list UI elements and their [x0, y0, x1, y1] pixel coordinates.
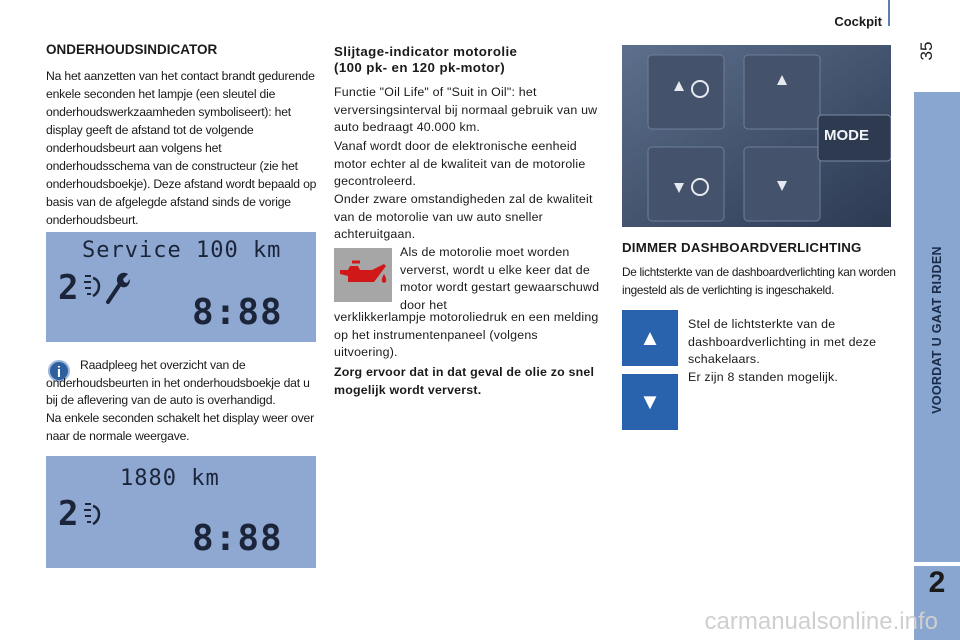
- dimmer-positions: Er zijn 8 standen mogelijk.: [688, 370, 839, 384]
- oil-paragraph-2: Vanaf wordt door de elektronische eenhei…: [334, 139, 586, 188]
- wrench-icon: [106, 272, 130, 304]
- display-clock: 8:88: [192, 292, 283, 333]
- header-title: Cockpit: [834, 14, 882, 29]
- display-gear: 2: [58, 268, 79, 308]
- oil-paragraph-4a: Als de motorolie moet worden ververst, w…: [400, 245, 600, 312]
- chapter-side-tab: [914, 92, 960, 562]
- display-odometer: 1880 km: [120, 466, 220, 491]
- oil-warning-lamp: [334, 248, 392, 302]
- light-icon: [84, 275, 101, 298]
- oil-paragraph-4b: verklikkerlampje motoroliedruk en een me…: [334, 310, 599, 359]
- oil-paragraph-1: Functie "Oil Life" of "Suit in Oil": het…: [334, 85, 598, 134]
- maintenance-paragraph: Na het aanzetten van het contact brandt …: [46, 69, 317, 227]
- mode-button-label: MODE: [824, 127, 869, 144]
- section-heading-oil: Slijtage-indicator motorolie (100 pk- en…: [334, 44, 594, 76]
- dashboard-switch-photo: MODE: [622, 45, 891, 227]
- chapter-tab-label: VOORDAT U GAAT RIJDEN: [930, 246, 944, 414]
- header-divider: [888, 0, 890, 26]
- oil-heading-line1: Slijtage-indicator motorolie: [334, 44, 518, 59]
- section-heading-maintenance: ONDERHOUDSINDICATOR: [46, 42, 218, 57]
- oil-paragraph-3: Onder zware omstandigheden zal de kwalit…: [334, 192, 593, 241]
- oil-warning-bold: Zorg ervoor dat in dat geval de olie zo …: [334, 365, 595, 397]
- chapter-number: 2: [928, 566, 946, 599]
- info-note: Raadpleeg het overzicht van de onderhoud…: [46, 358, 310, 407]
- display-service-text: Service 100 km: [82, 238, 282, 263]
- dimmer-paragraph: De lichtsterkte van de dashboardverlicht…: [622, 265, 896, 297]
- info-note-2: Na enkele seconden schakelt het display …: [46, 411, 314, 443]
- light-icon-2: [84, 503, 101, 526]
- display-clock-2: 8:88: [192, 518, 283, 559]
- display-service: Service 100 km 2 8:88: [46, 232, 316, 342]
- section-heading-dimmer: DIMMER DASHBOARDVERLICHTING: [622, 240, 862, 255]
- dimmer-up-button: ▲: [622, 310, 678, 366]
- page-number: 35: [917, 41, 936, 61]
- chapter-number-block: [914, 566, 960, 640]
- switch-panel-illustration: [622, 45, 891, 227]
- dimmer-instruction: Stel de lichtsterkte van de dashboardver…: [688, 317, 877, 366]
- oil-can-icon: [340, 260, 387, 283]
- info-icon: i: [48, 360, 70, 382]
- dimmer-down-button: ▼: [622, 374, 678, 430]
- oil-heading-line2: (100 pk- en 120 pk-motor): [334, 60, 506, 75]
- display-gear-2: 2: [58, 494, 79, 534]
- display-normal: 1880 km 2 8:88: [46, 456, 316, 568]
- chapter-tab-label-wrap: VOORDAT U GAAT RIJDEN: [924, 110, 950, 550]
- watermark: carmanualsonline.info: [704, 608, 938, 635]
